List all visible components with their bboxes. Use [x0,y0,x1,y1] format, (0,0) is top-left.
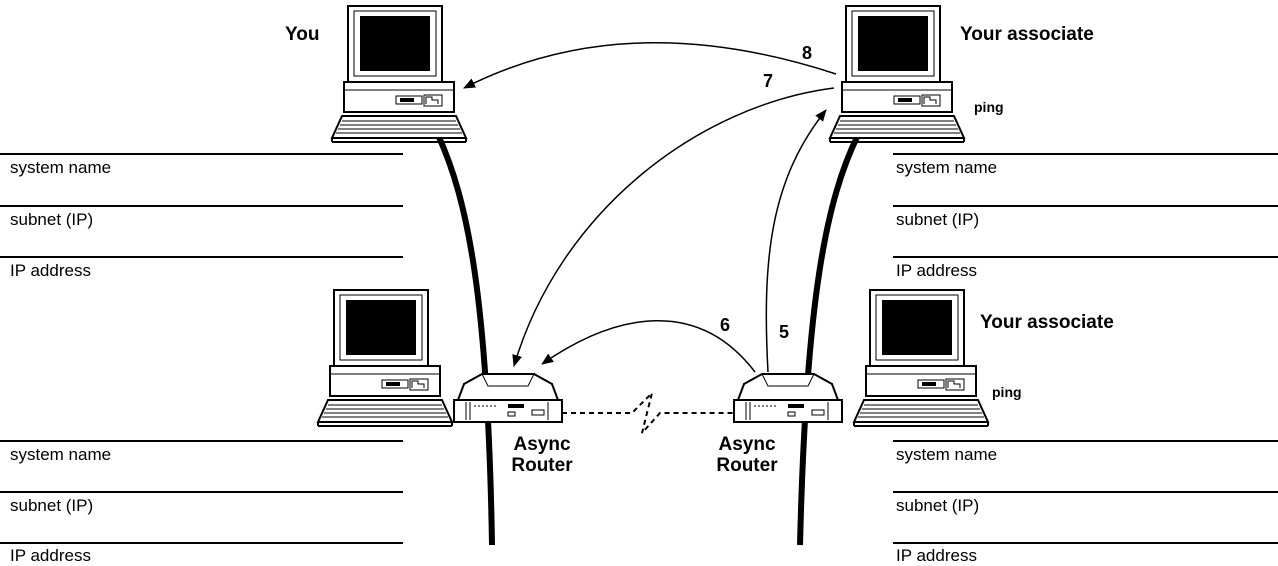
rule-bottom-right-3 [893,542,1278,544]
computer-local-bottom [317,289,453,427]
rule-bottom-left-1 [0,440,403,442]
rule-top-left-1 [0,153,403,155]
field-top-right-ip: IP address [896,261,977,280]
field-top-left-system-name: system name [10,158,112,177]
arrow-step-7 [512,87,835,367]
associate-top-label: Your associate [960,24,1094,45]
rule-top-left-2 [0,205,403,207]
step-6-label: 6 [720,315,731,335]
router-left-icon [453,373,563,423]
field-top-left-ip: IP address [10,261,91,280]
rule-top-right-1 [893,153,1278,155]
arrow-step-8 [463,42,837,89]
serial-link [562,389,735,434]
ping-label-top: ping [974,99,1004,115]
cable-left [435,133,495,546]
field-top-right-subnet: subnet (IP) [896,210,980,229]
cable-right [797,133,861,546]
computer-you [331,5,467,143]
router-left-label: Async Router [497,434,587,476]
computer-associate-top [829,5,965,143]
arrow-step-6 [541,320,756,373]
you-label: You [285,24,320,45]
field-bottom-left-subnet: subnet (IP) [10,496,94,515]
router-right-line2: Router [716,455,778,476]
router-left-line2: Router [511,455,573,476]
computer-associate-bottom [853,289,989,427]
router-right-line1: Async [718,434,776,455]
step-8-label: 8 [802,43,813,63]
router-right-label: Async Router [702,434,792,476]
field-top-left-subnet: subnet (IP) [10,210,94,229]
arrow-step-5 [765,109,827,373]
rule-top-right-2 [893,205,1278,207]
router-right-icon [733,373,843,423]
field-bottom-right-subnet: subnet (IP) [896,496,980,515]
step-7-label: 7 [763,71,774,91]
field-bottom-left-system-name: system name [10,445,112,464]
rule-bottom-right-2 [893,491,1278,493]
step-5-label: 5 [779,322,790,342]
field-bottom-right-ip: IP address [896,546,977,565]
rule-top-left-3 [0,256,403,258]
rule-bottom-right-1 [893,440,1278,442]
associate-bottom-label: Your associate [980,312,1114,333]
field-bottom-right-system-name: system name [896,445,998,464]
rule-bottom-left-3 [0,542,403,544]
rule-bottom-left-2 [0,491,403,493]
router-left-line1: Async [513,434,571,455]
field-top-right-system-name: system name [896,158,998,177]
ping-label-bottom: ping [992,384,1022,400]
rule-top-right-3 [893,256,1278,258]
field-bottom-left-ip: IP address [10,546,91,565]
